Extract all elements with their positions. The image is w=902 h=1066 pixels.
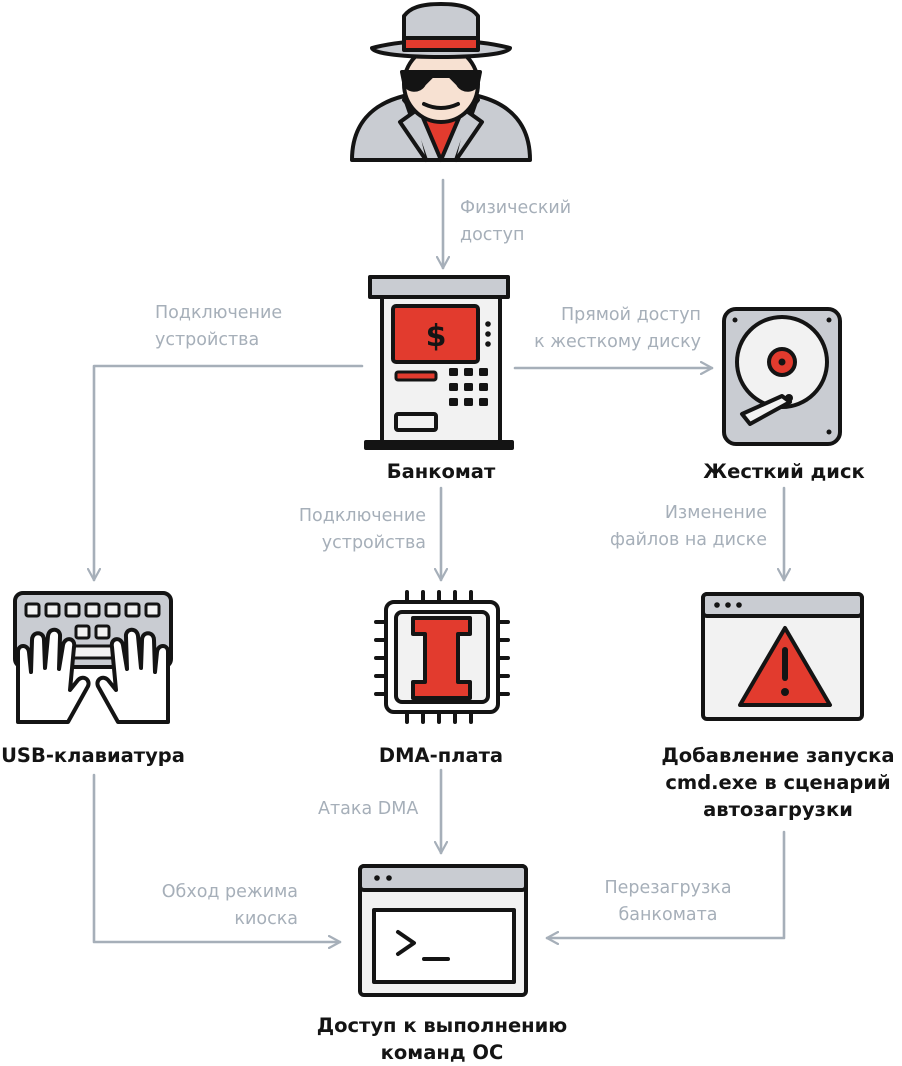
node-label-os-exec: Доступ к выполнению команд ОС [316, 1014, 568, 1064]
node-label-hdd: Жесткий диск [703, 460, 865, 483]
keyboard-hands-icon [13, 591, 173, 724]
svg-text:$: $ [426, 319, 447, 354]
warning-window-icon [701, 592, 864, 721]
edge-label-modify-files: Изменение файлов на диске [610, 503, 767, 550]
hard-disk-icon [722, 307, 842, 446]
edge-autorun-os [545, 830, 786, 938]
node-label-autorun: Добавление запуска cmd.exe в сценарий ав… [661, 744, 895, 821]
edge-label-connect-device-left: Подключение устройства [155, 303, 283, 350]
edge-label-connect-device-mid: Подключение устройства [298, 506, 426, 553]
node-label-atm: Банкомат [386, 460, 496, 483]
edge-label-reboot-atm: Перезагрузка банкомата [604, 878, 732, 925]
edge-label-direct-disk: Прямой доступ к жесткому диску [534, 305, 701, 352]
edge-label-physical-access: Физический доступ [460, 198, 572, 245]
hacker-icon [350, 2, 532, 162]
edge-label-dma-attack: Атака DMA [318, 799, 419, 819]
edge-label-kiosk-bypass: Обход режима киоска [161, 882, 298, 929]
atm-icon: $ [364, 275, 514, 450]
edges [92, 178, 786, 942]
node-label-dma-board: DMA-плата [378, 744, 504, 767]
terminal-icon [358, 864, 528, 997]
edge-atm-usb [94, 364, 364, 582]
node-label-usb-keyboard: USB-клавиатура [1, 744, 185, 767]
dma-chip-icon [374, 590, 510, 724]
edge-usb-os [92, 773, 342, 942]
